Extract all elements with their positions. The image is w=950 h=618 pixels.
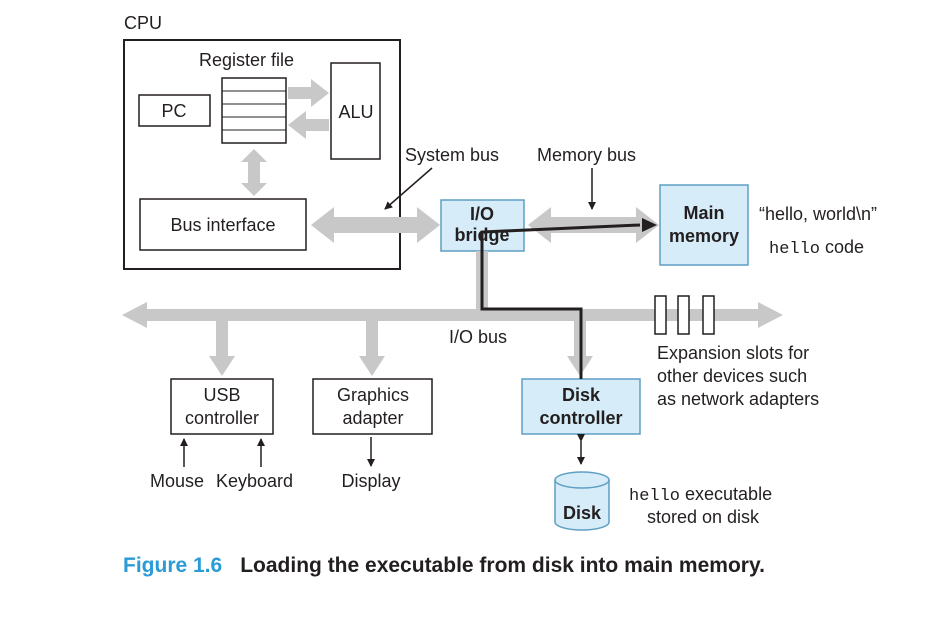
main-memory-label-line1: Main	[683, 203, 724, 223]
expansion-label-line2: other devices such	[657, 366, 807, 386]
figure-caption: Figure 1.6 Loading the executable from di…	[123, 554, 765, 578]
disk-controller-label-line2: controller	[539, 408, 622, 428]
io-bus-label: I/O bus	[449, 327, 507, 347]
register-file-label: Register file	[199, 50, 294, 70]
main-memory-box	[659, 184, 749, 266]
main-memory-label-line2: memory	[669, 226, 739, 246]
expansion-label-line3: as network adapters	[657, 389, 819, 409]
disk-label: Disk	[563, 503, 602, 523]
memory-bus-label: Memory bus	[537, 145, 636, 165]
expansion-slots	[654, 295, 715, 335]
pc-label: PC	[161, 101, 186, 121]
disk-note-line1: hello executable	[629, 484, 772, 506]
usb-label-line2: controller	[185, 408, 259, 428]
data-path-arrowhead	[642, 218, 657, 232]
main-memory-code: hello code	[769, 237, 864, 259]
keyboard-label: Keyboard	[216, 471, 293, 491]
graphics-label-line1: Graphics	[337, 385, 409, 405]
usb-bus-arrow	[209, 321, 235, 376]
main-memory-code-mono: hello	[769, 240, 820, 259]
system-bus-label: System bus	[405, 145, 499, 165]
cpu-title: CPU	[124, 13, 162, 33]
data-path-line	[480, 223, 641, 379]
system-bus-arrow	[311, 207, 440, 243]
bus-interface-label: Bus interface	[170, 215, 275, 235]
regfile-bus-interface-arrow	[241, 149, 267, 196]
main-memory-code-text: code	[820, 237, 864, 257]
io-bus-arrow	[122, 302, 783, 328]
figure-caption-text: Loading the executable from disk into ma…	[240, 554, 765, 577]
regfile-to-alu-arrow	[288, 79, 329, 107]
disk-note-mono: hello	[629, 487, 680, 506]
system-bus-pointer	[384, 167, 433, 210]
alu-box	[330, 62, 381, 160]
alu-to-regfile-arrow	[288, 111, 329, 139]
disk-note-line2: stored on disk	[647, 507, 760, 527]
disk-controller-label-line1: Disk	[562, 385, 601, 405]
graphics-adapter-box	[312, 378, 433, 435]
mouse-label: Mouse	[150, 471, 204, 491]
io-bridge-label-line1: I/O	[470, 204, 494, 224]
usb-controller-box	[170, 378, 274, 435]
disk-note-rest: executable	[680, 484, 772, 504]
pc-register	[138, 94, 211, 127]
display-label: Display	[341, 471, 400, 491]
disk-cylinder	[554, 471, 610, 531]
cpu-box	[123, 39, 401, 270]
figure-number: Figure 1.6	[123, 554, 223, 577]
bus-interface-box	[139, 198, 307, 251]
expansion-label-line1: Expansion slots for	[657, 343, 809, 363]
graphics-label-line2: adapter	[342, 408, 403, 428]
alu-label: ALU	[338, 102, 373, 122]
register-file	[221, 77, 287, 144]
memory-bus-arrow	[528, 207, 659, 243]
main-memory-string: “hello, world\n”	[759, 204, 877, 224]
graphics-bus-arrow	[359, 321, 385, 376]
usb-label-line1: USB	[203, 385, 240, 405]
